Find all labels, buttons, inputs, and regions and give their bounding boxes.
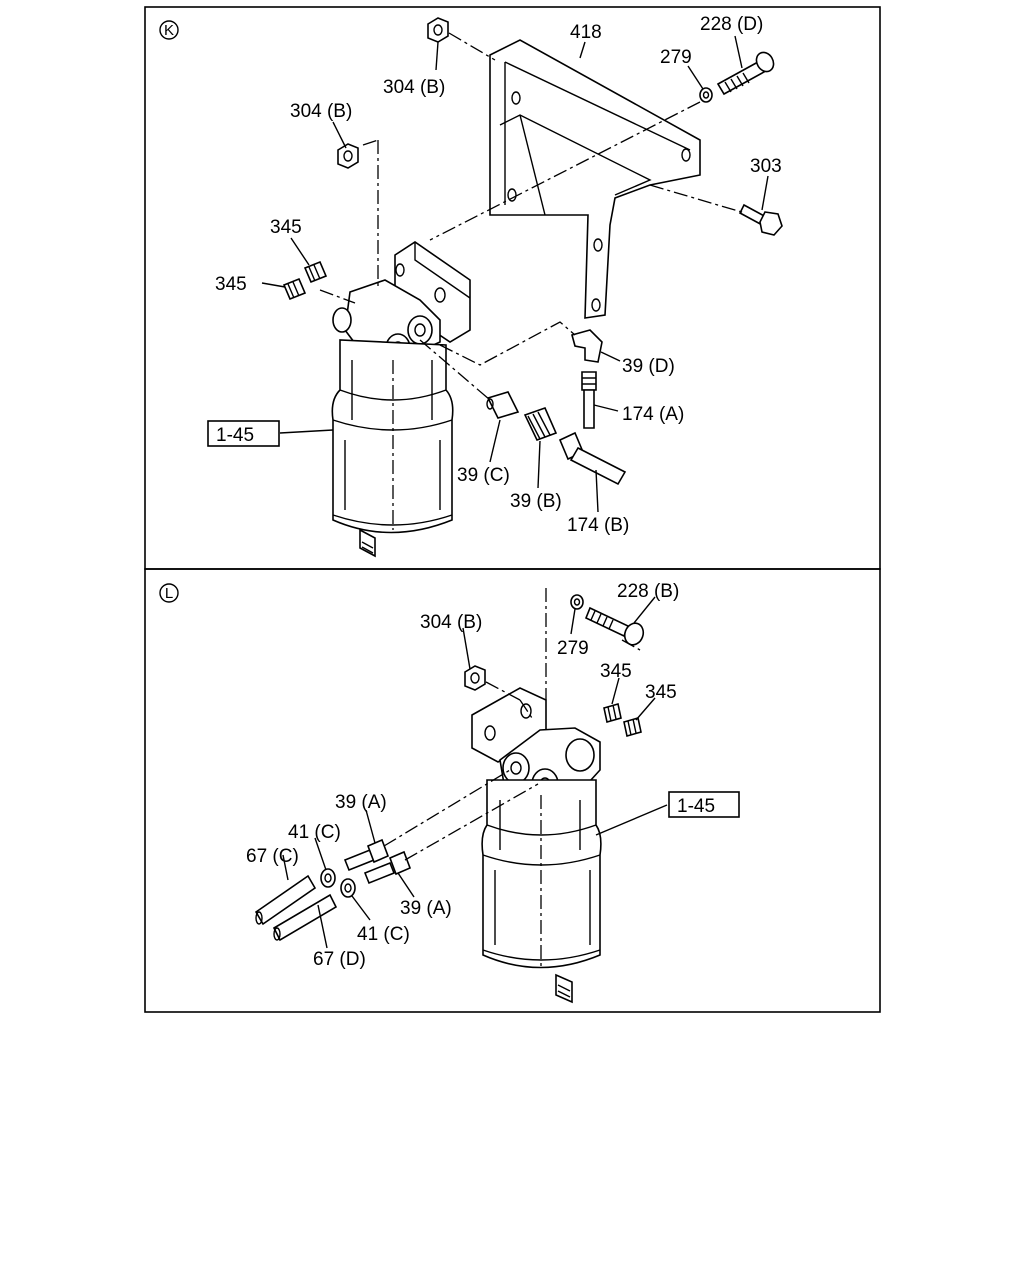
bracket-418 (489, 39, 701, 319)
panel-l: L (144, 568, 881, 1013)
panel-l-letter: L (165, 585, 173, 602)
panel-k: K (144, 6, 881, 570)
filter-bowl-l (481, 779, 602, 1004)
label-41c-upper: 41 (C) (288, 822, 341, 843)
hose-67d (272, 893, 338, 942)
label-39a-upper: 39 (A) (335, 792, 387, 813)
label-279: 279 (660, 47, 692, 68)
washer-279-l (570, 594, 584, 610)
label-304b-l: 304 (B) (420, 612, 482, 633)
plug-345-upper (303, 260, 328, 284)
label-1-45-l: 1-45 (677, 796, 715, 817)
ref-box-1-45-l (668, 791, 740, 818)
plug-345-lower (282, 277, 307, 301)
fitting-39b (523, 407, 558, 442)
hose-174b (558, 431, 627, 486)
nut-304b-top (427, 17, 449, 43)
hose-67c (254, 874, 317, 926)
bolt-303 (738, 203, 783, 236)
label-67c: 67 (C) (246, 846, 299, 867)
label-1-45-k: 1-45 (216, 425, 254, 446)
leaders-l (282, 596, 668, 949)
label-174a: 174 (A) (622, 404, 684, 425)
label-304b-top: 304 (B) (383, 77, 445, 98)
label-303: 303 (750, 156, 782, 177)
clamp-41c-upper (320, 868, 336, 888)
panel-l-badge (159, 583, 179, 603)
leaders-k (261, 35, 769, 513)
label-39d: 39 (D) (622, 356, 675, 377)
label-41c-lower: 41 (C) (357, 924, 410, 945)
label-345-upper: 345 (270, 217, 302, 238)
panel-k-badge (159, 20, 179, 40)
panel-l-frame (144, 568, 881, 1013)
clamp-41c-lower (340, 878, 356, 898)
fitting-39a-lower (363, 850, 412, 885)
label-39b: 39 (B) (510, 491, 562, 512)
bolt-228b (584, 606, 645, 646)
label-345-lower: 345 (215, 274, 247, 295)
label-39c: 39 (C) (457, 465, 510, 486)
plug-345-l-upper (603, 702, 622, 724)
nut-304b-left (337, 143, 359, 169)
label-345-l-lower: 345 (645, 682, 677, 703)
panel-k-letter: K (164, 22, 174, 39)
filter-bowl-k (331, 339, 454, 558)
label-345-l-upper: 345 (600, 661, 632, 682)
hose-174a (581, 371, 597, 429)
bolt-228d (716, 51, 775, 96)
nut-304b-l (464, 665, 486, 691)
label-228b: 228 (B) (617, 581, 679, 602)
ref-box-1-45-k (207, 420, 280, 447)
label-228d: 228 (D) (700, 14, 763, 35)
label-304b-left: 304 (B) (290, 101, 352, 122)
fitting-39c (486, 391, 520, 419)
label-174b: 174 (B) (567, 515, 629, 536)
label-39a-lower: 39 (A) (400, 898, 452, 919)
label-67d: 67 (D) (313, 949, 366, 970)
label-418: 418 (570, 22, 602, 43)
fitting-39a-upper (343, 838, 390, 872)
alignment-lines-k (319, 32, 746, 401)
label-279-l: 279 (557, 638, 589, 659)
alignment-lines-l (383, 588, 641, 861)
plug-345-l-lower (623, 716, 642, 738)
fitting-39d (571, 329, 603, 363)
washer-279 (699, 87, 713, 103)
